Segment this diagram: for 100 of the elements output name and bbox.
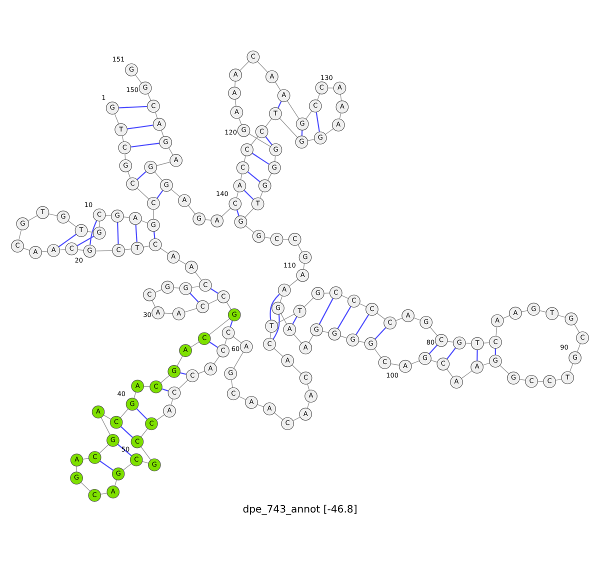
connector [270,293,280,320]
connector [135,224,138,242]
connector [304,297,314,307]
connector [521,310,528,312]
connector [136,408,148,420]
connector [322,330,329,332]
connector [136,187,150,199]
connector [120,408,128,418]
connector [500,364,510,374]
connector [153,208,154,219]
connector [160,374,170,383]
connector [116,222,119,244]
connector [162,388,168,392]
connector [114,479,117,486]
connector [325,128,334,134]
connector [154,288,162,292]
connector [118,105,148,108]
connector [308,334,314,342]
connector [446,347,456,359]
connector [164,312,174,314]
connector [168,146,174,156]
connector [558,314,566,318]
connector [414,317,420,320]
connector [257,60,268,72]
connector [238,117,242,125]
connector [99,444,109,454]
connector [226,301,232,310]
connector [502,314,510,318]
connector [191,285,200,288]
connector [210,288,218,294]
connector [576,342,581,352]
connector [152,300,156,308]
connector [127,170,131,178]
connector [519,378,526,380]
connector [143,245,150,247]
connector [122,462,132,470]
connector [250,136,258,145]
connector [245,225,254,232]
connector [232,336,242,343]
connector [194,271,202,280]
connector [447,340,454,342]
connector [293,334,302,344]
connector [178,259,186,264]
connector [482,362,490,366]
connector [170,398,173,405]
connector [306,110,312,119]
connector [240,60,250,70]
connector [156,414,165,420]
connector [76,235,94,246]
connector [58,233,77,247]
connector [374,348,382,358]
connector [234,80,236,87]
connector [446,368,454,378]
connector [428,344,438,354]
connector [18,229,22,240]
connector [114,113,120,124]
connector [244,190,254,200]
connector [82,458,90,460]
connector [276,313,295,324]
connector [234,98,236,106]
connector [280,312,288,324]
connector [100,460,114,470]
connector [124,153,126,160]
connector [278,100,282,108]
connector [90,220,98,244]
connector [221,207,231,217]
connector [230,320,233,327]
connector [292,364,302,374]
connector [170,188,180,196]
connector [264,236,272,238]
connector [328,87,334,88]
connector [288,278,298,286]
connector [120,426,133,438]
connector [123,216,130,218]
connector [105,214,112,216]
connector [537,380,544,382]
connector [252,152,270,164]
connector [135,74,142,83]
connector [87,230,94,232]
connector [100,416,110,435]
connector [337,306,352,328]
connector [247,170,260,182]
connector [140,428,148,437]
connector [265,118,272,127]
connector [236,191,239,198]
connector [156,190,164,198]
connector [430,359,438,362]
connector [124,248,132,250]
connector [318,298,334,324]
connector [161,129,164,136]
connector [260,190,263,198]
connector [339,112,342,119]
connector [292,316,298,324]
connector [461,370,472,378]
connector [341,294,349,298]
connector [274,81,281,90]
connector [214,355,220,364]
connector [279,117,298,138]
connector [274,348,284,356]
connector [208,318,230,335]
